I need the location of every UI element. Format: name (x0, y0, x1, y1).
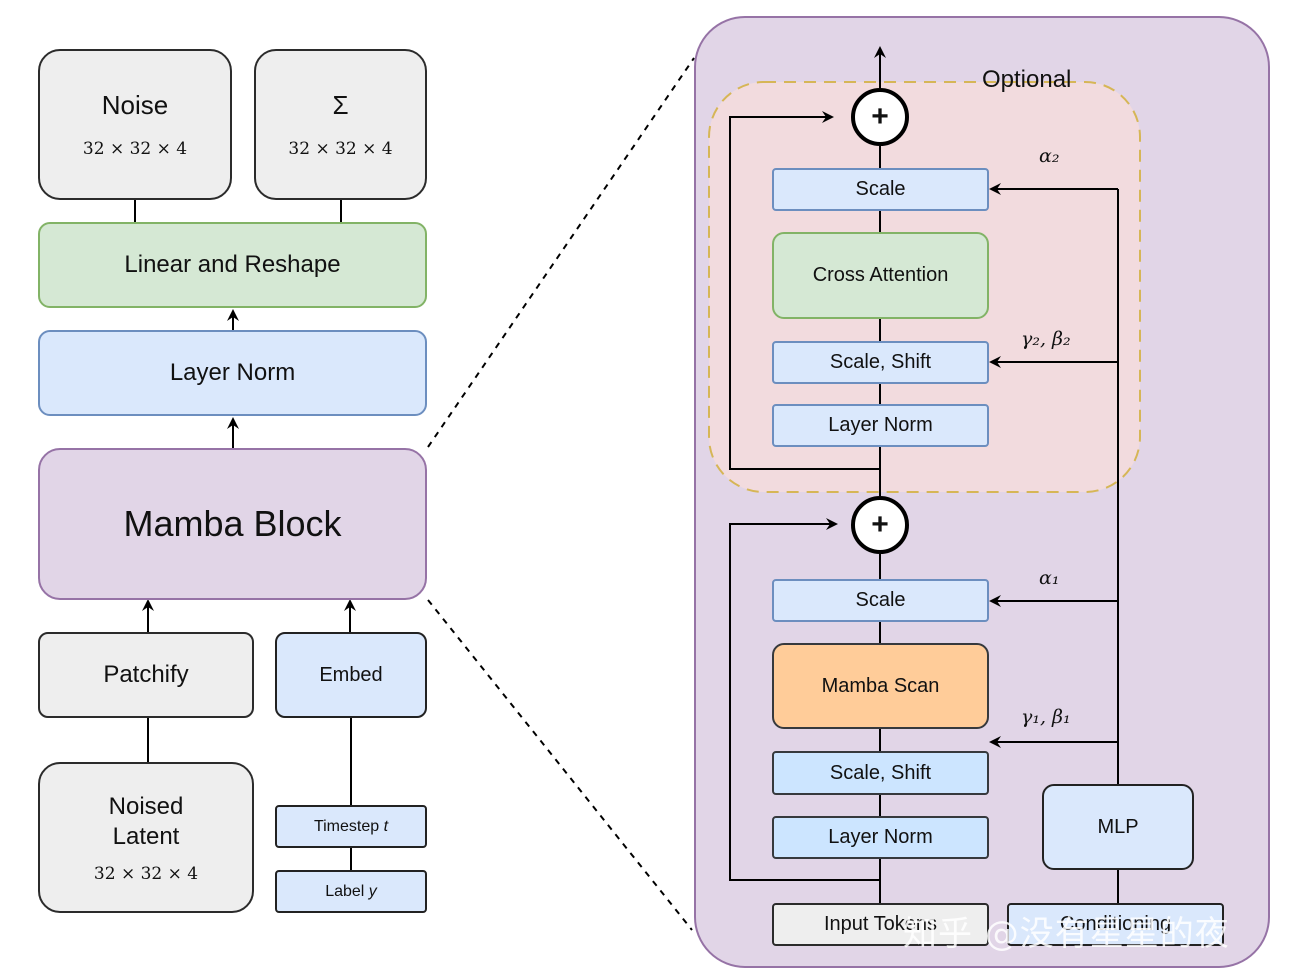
label-box: Label y (275, 870, 427, 913)
mlp-label: MLP (1097, 815, 1139, 838)
residual-add-top: + (851, 88, 909, 146)
mamba-block-box: Mamba Block (38, 448, 427, 600)
mamba-scan-label: Mamba Scan (821, 674, 940, 697)
noise-dim: 32 × 32 × 4 (82, 139, 188, 159)
scale-top-box: Scale (772, 168, 989, 211)
noise-label: Noise (101, 90, 169, 120)
scale-bottom-label: Scale (855, 589, 906, 611)
scale-bottom-box: Scale (772, 579, 989, 622)
timestep-var: t (383, 817, 389, 835)
embed-box: Embed (275, 632, 427, 718)
label-label: Label (325, 882, 369, 900)
linear-reshape-box: Linear and Reshape (38, 222, 427, 308)
timestep-box: Timestep t (275, 805, 427, 848)
input-tokens-label: Input Tokens (823, 913, 938, 935)
layer-norm-label: Layer Norm (169, 359, 296, 386)
noised-latent-dim: 32 × 32 × 4 (93, 863, 199, 884)
cross-attention-box: Cross Attention (772, 232, 989, 319)
scale-top-label: Scale (855, 178, 906, 200)
noised-latent-line2: Latent (112, 822, 180, 850)
layer-norm-top-box: Layer Norm (772, 404, 989, 447)
sigma-output-box: Σ 32 × 32 × 4 (254, 49, 427, 200)
input-tokens-box: Input Tokens (772, 903, 989, 946)
gamma2-beta2-label: γ₂, β₂ (1021, 328, 1071, 350)
alpha2-label: α₂ (1039, 145, 1060, 167)
watermark: 知乎 @没有星星的夜 (903, 914, 1230, 954)
noise-output-box: Noise 32 × 32 × 4 (38, 49, 232, 200)
layer-norm-top-label: Layer Norm (828, 414, 933, 436)
scale-shift-bottom-box: Scale, Shift (772, 751, 989, 795)
layer-norm-bottom-box: Layer Norm (772, 816, 989, 859)
mamba-scan-box: Mamba Scan (772, 643, 989, 729)
plus-symbol-bottom: + (871, 508, 889, 541)
zoom-line-top (427, 57, 695, 448)
alpha1-label: α₁ (1039, 567, 1060, 589)
scale-shift-top-label: Scale, Shift (829, 351, 932, 373)
label-var: y (368, 882, 377, 900)
sigma-label: Σ (332, 90, 349, 120)
timestep-label: Timestep (313, 817, 384, 835)
scale-shift-bottom-label: Scale, Shift (829, 761, 932, 784)
patchify-box: Patchify (38, 632, 254, 718)
linear-reshape-label: Linear and Reshape (124, 251, 341, 278)
patchify-label: Patchify (103, 661, 189, 688)
gamma1-beta1-label: γ₁, β₁ (1021, 706, 1071, 728)
layer-norm-bottom-label: Layer Norm (828, 826, 933, 848)
sigma-dim: 32 × 32 × 4 (288, 139, 393, 159)
conditioning-box: Conditioning (1007, 903, 1224, 946)
embed-label: Embed (319, 663, 383, 686)
conditioning-label: Conditioning (1059, 913, 1172, 935)
optional-label: Optional (982, 66, 1072, 93)
noised-latent-line1: Noised (108, 792, 184, 820)
zoom-line-bottom (427, 599, 693, 931)
mamba-block-label: Mamba Block (123, 503, 342, 544)
residual-add-bottom: + (851, 496, 909, 554)
cross-attention-label: Cross Attention (812, 264, 949, 286)
layer-norm-box: Layer Norm (38, 330, 427, 416)
scale-shift-top-box: Scale, Shift (772, 341, 989, 384)
plus-symbol-top: + (871, 100, 889, 133)
mlp-box: MLP (1042, 784, 1194, 870)
noised-latent-box: Noised Latent 32 × 32 × 4 (38, 762, 254, 913)
